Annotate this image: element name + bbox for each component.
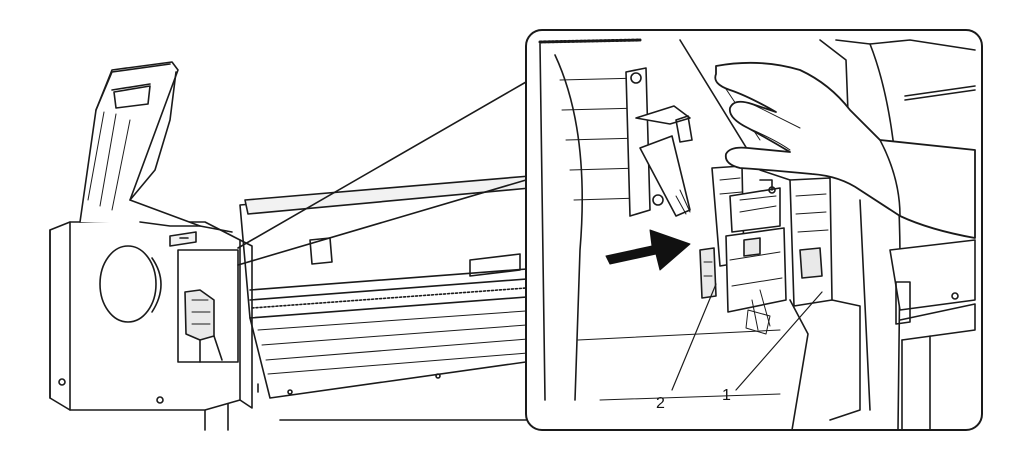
push-arrow-icon <box>605 229 691 271</box>
detail-inset <box>525 29 983 431</box>
callout-1-leader <box>735 291 823 391</box>
callout-label-2: 2 <box>656 395 665 412</box>
printer-body <box>49 61 541 431</box>
zoom-leader-lines <box>237 81 527 421</box>
callout-label-1: 1 <box>722 387 731 404</box>
callout-2-leader <box>671 283 717 391</box>
